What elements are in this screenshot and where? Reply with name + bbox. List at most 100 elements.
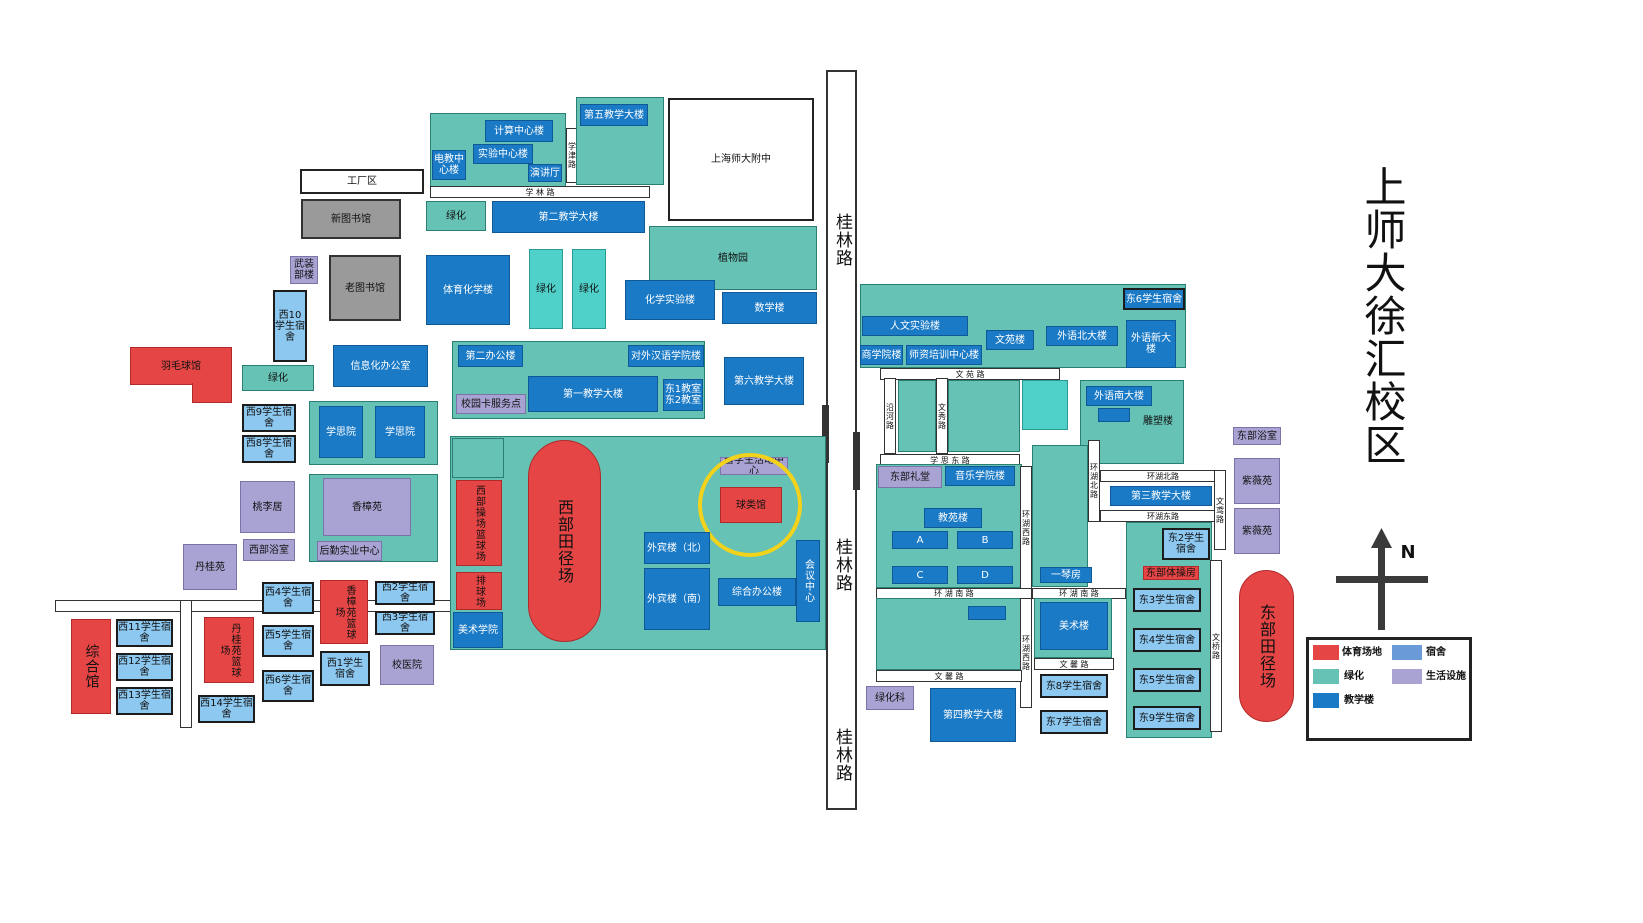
building-computing-center[interactable]: 计算中心楼 xyxy=(485,120,553,142)
dorm-west-1[interactable]: 西1学生宿舍 xyxy=(320,651,370,686)
dorm-east-9[interactable]: 东9学生宿舍 xyxy=(1133,706,1201,730)
building-sculpture[interactable]: 雕塑楼 xyxy=(1134,410,1182,432)
building-office-2[interactable]: 第二办公楼 xyxy=(458,345,523,367)
building-taoliju[interactable]: 桃李居 xyxy=(240,481,295,533)
building-xuesi-1[interactable]: 学思院 xyxy=(319,406,363,458)
west-basketball-court[interactable]: 西部操场篮球场 xyxy=(456,480,502,566)
building-lab-center[interactable]: 实验中心楼 xyxy=(473,144,533,164)
building-c[interactable]: C xyxy=(892,566,948,584)
xiangzhangyuan-basketball[interactable]: 香樟苑篮球场 xyxy=(320,580,368,644)
building-wenyuan[interactable]: 文苑楼 xyxy=(986,330,1034,350)
area-factory[interactable]: 工厂区 xyxy=(300,169,424,194)
building-new-library[interactable]: 新图书馆 xyxy=(301,199,401,239)
road-huanhu-north: 环湖北路 xyxy=(1100,470,1226,482)
botanical-garden[interactable]: 植物园 xyxy=(649,226,817,290)
building-old-library[interactable]: 老图书馆 xyxy=(329,255,401,321)
campus-card-service[interactable]: 校园卡服务点 xyxy=(456,394,526,414)
dorm-west-8[interactable]: 西8学生宿舍 xyxy=(242,435,296,463)
building-lecture-hall[interactable]: 演讲厅 xyxy=(528,164,562,182)
building-foreign-chinese[interactable]: 对外汉语学院楼 xyxy=(628,345,704,367)
dorm-east-8[interactable]: 东8学生宿舍 xyxy=(1040,674,1108,698)
building-teaching-2[interactable]: 第二教学大楼 xyxy=(492,201,645,233)
legend-swatch-life xyxy=(1392,669,1422,684)
dorm-west-11[interactable]: 西11学生宿舍 xyxy=(116,619,173,647)
dorm-east-3[interactable]: 东3学生宿舍 xyxy=(1133,588,1201,612)
east-auditorium[interactable]: 东部礼堂 xyxy=(878,466,942,488)
legend-swatch-dorm xyxy=(1392,645,1422,660)
building-mathematics[interactable]: 数学楼 xyxy=(722,292,817,324)
building-humanities-lab[interactable]: 人文实验楼 xyxy=(862,316,968,336)
gate-east xyxy=(853,432,860,490)
dorm-west-10[interactable]: 西10学生宿舍 xyxy=(273,290,307,362)
road-xuelin: 学 林 路 xyxy=(430,186,650,198)
conference-center[interactable]: 会议中心 xyxy=(796,540,820,622)
danguiyuan-basketball[interactable]: 丹桂苑篮球场 xyxy=(204,617,254,683)
campus-hospital[interactable]: 校医院 xyxy=(380,645,434,685)
art-college[interactable]: 美术学院 xyxy=(453,612,503,648)
general-office-building[interactable]: 综合办公楼 xyxy=(718,578,796,606)
office-informatization[interactable]: 信息化办公室 xyxy=(333,345,428,387)
east-gymnasium[interactable]: 东部体操房 xyxy=(1143,566,1199,580)
building-foreign-lang-south[interactable]: 外语南大楼 xyxy=(1086,386,1152,406)
building-b[interactable]: B xyxy=(957,531,1013,549)
building-foreign-lang-north[interactable]: 外语北大楼 xyxy=(1046,326,1118,346)
dorm-east-2[interactable]: 东2学生宿舍 xyxy=(1162,528,1210,560)
dorm-east-4[interactable]: 东4学生宿舍 xyxy=(1133,628,1201,652)
comprehensive-hall[interactable]: 综合馆 xyxy=(71,619,111,714)
building-a[interactable]: A xyxy=(892,531,948,549)
east-block-2 xyxy=(948,380,1020,452)
guest-house-north[interactable]: 外宾楼（北） xyxy=(644,532,710,564)
building-teaching-3[interactable]: 第三教学大楼 xyxy=(1110,486,1212,506)
building-teacher-training[interactable]: 师资培训中心楼 xyxy=(906,345,982,365)
dorm-west-5[interactable]: 西5学生宿舍 xyxy=(262,625,314,657)
building-xuesi-2[interactable]: 学思院 xyxy=(375,406,425,458)
classrooms-east-1-2[interactable]: 东1教室东2教室 xyxy=(663,379,703,411)
building-high-school[interactable]: 上海师大附中 xyxy=(668,98,814,221)
dorm-west-3[interactable]: 西3学生宿舍 xyxy=(375,611,435,635)
east-bathhouse[interactable]: 东部浴室 xyxy=(1233,427,1281,445)
dorm-west-6[interactable]: 西6学生宿舍 xyxy=(262,670,314,702)
logistics-center[interactable]: 后勤实业中心 xyxy=(317,541,382,561)
west-track-field[interactable]: 西部田径场 xyxy=(528,440,601,642)
dorm-west-13[interactable]: 西13学生宿舍 xyxy=(116,687,173,715)
dorm-west-12[interactable]: 西12学生宿舍 xyxy=(116,653,173,681)
dorm-west-4[interactable]: 西4学生宿舍 xyxy=(262,582,314,614)
building-ziweiyuan-1[interactable]: 紫薇苑 xyxy=(1234,458,1280,504)
east-track-field[interactable]: 东部田径场 xyxy=(1239,570,1294,722)
dorm-west-9[interactable]: 西9学生宿舍 xyxy=(242,404,296,432)
building-jiaoyuan[interactable]: 教苑楼 xyxy=(924,508,982,528)
dorm-east-7[interactable]: 东7学生宿舍 xyxy=(1040,710,1108,734)
building-music-college[interactable]: 音乐学院楼 xyxy=(945,466,1015,486)
building-danguiyuan[interactable]: 丹桂苑 xyxy=(183,544,237,590)
road-wenyuan: 文 苑 路 xyxy=(880,368,1060,380)
building-xiangzhangyuan[interactable]: 香樟苑 xyxy=(323,478,411,536)
building-business[interactable]: 商学院楼 xyxy=(860,345,903,365)
building-av-center[interactable]: 电教中心楼 xyxy=(432,150,466,180)
west-bathhouse[interactable]: 西部浴室 xyxy=(243,539,295,561)
badminton-hall[interactable]: 羽毛球馆 xyxy=(130,347,232,385)
dorm-east-5[interactable]: 东5学生宿舍 xyxy=(1133,668,1201,692)
piano-room[interactable]: 一琴房 xyxy=(1040,567,1092,583)
building-teaching-5[interactable]: 第五教学大楼 xyxy=(580,104,648,126)
legend-label-life: 生活设施 xyxy=(1426,671,1466,682)
building-d[interactable]: D xyxy=(957,566,1013,584)
north-label: N xyxy=(1400,541,1416,563)
dorm-west-2[interactable]: 西2学生宿舍 xyxy=(375,581,435,605)
building-pe-chemistry[interactable]: 体育化学楼 xyxy=(426,255,510,325)
greening-department[interactable]: 绿化科 xyxy=(866,686,914,710)
building-foreign-lang-new[interactable]: 外语新大楼 xyxy=(1126,320,1176,368)
volleyball-court[interactable]: 排球场 xyxy=(456,572,502,610)
green-area-4: 绿化 xyxy=(242,365,314,391)
dorm-west-14[interactable]: 西14学生宿舍 xyxy=(198,695,255,723)
building-teaching-6[interactable]: 第六教学大楼 xyxy=(724,357,804,405)
building-ziweiyuan-2[interactable]: 紫薇苑 xyxy=(1234,508,1280,554)
building-teaching-4[interactable]: 第四教学大楼 xyxy=(930,688,1016,742)
building-chemistry-lab[interactable]: 化学实验楼 xyxy=(625,280,715,320)
building-armed-forces[interactable]: 武装部楼 xyxy=(290,256,318,284)
guest-house-south[interactable]: 外宾楼（南） xyxy=(644,568,710,630)
gate-west xyxy=(822,405,829,463)
dorm-east-6[interactable]: 东6学生宿舍 xyxy=(1123,288,1185,310)
art-building[interactable]: 美术楼 xyxy=(1040,602,1108,650)
building-teaching-1[interactable]: 第一教学大楼 xyxy=(528,376,658,412)
road-huanhu-east: 环湖东路 xyxy=(1100,510,1226,522)
